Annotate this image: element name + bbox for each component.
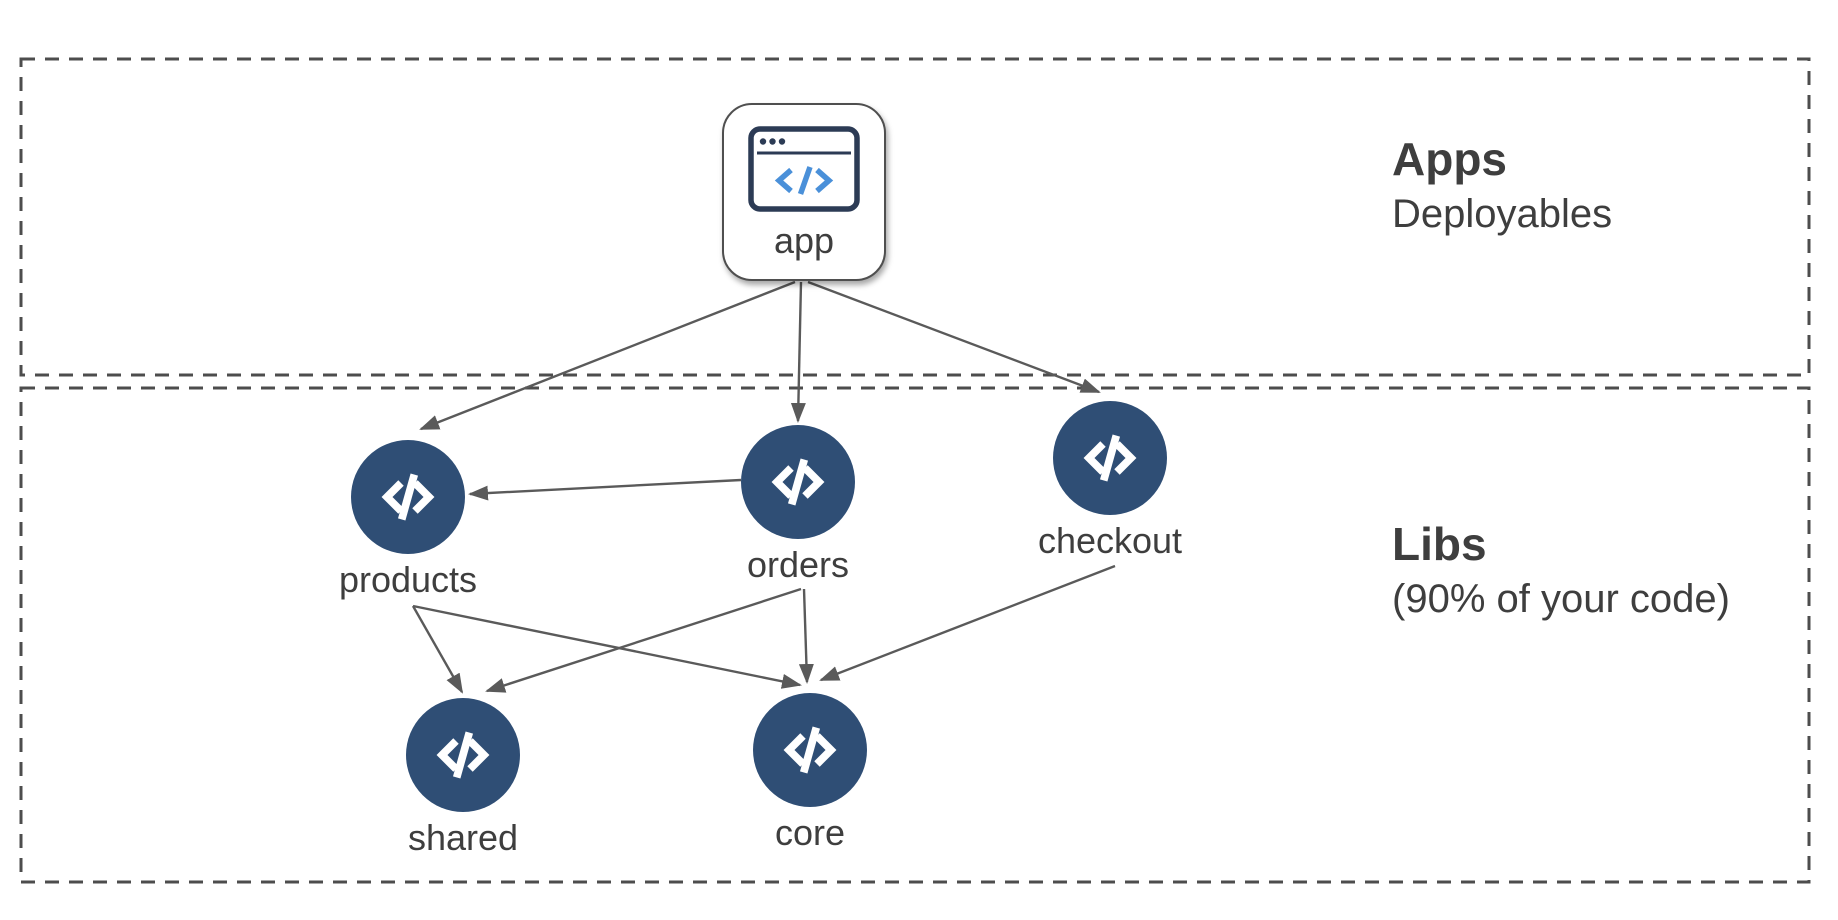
edge-products-shared: [411, 605, 464, 694]
node-core: core: [725, 693, 895, 854]
edge-app-products: [419, 280, 796, 431]
edge-checkout-core: [819, 564, 1116, 682]
apps-section-title: Apps: [1392, 133, 1507, 185]
edge-orders-shared: [485, 587, 802, 693]
edge-app-checkout: [807, 280, 1101, 394]
node-label: products: [338, 559, 478, 600]
code-icon: [741, 425, 855, 539]
libs-section-title: Libs: [1392, 518, 1487, 570]
code-icon: [351, 440, 465, 554]
node-label: checkout: [1037, 520, 1183, 561]
apps-section-box: [19, 57, 1811, 377]
edge-orders-core: [798, 588, 814, 684]
libs-section-box: [19, 386, 1811, 884]
edge-products-core: [412, 604, 802, 689]
node-products: products: [323, 440, 493, 601]
libs-section-subtitle: (90% of your code): [1392, 577, 1730, 621]
browser-window-icon: [748, 126, 860, 212]
code-icon: [406, 698, 520, 812]
libs-section-label: Libs (90% of your code): [1392, 515, 1730, 625]
node-shared: shared: [378, 698, 548, 859]
node-label: app: [773, 220, 835, 261]
edge-app-orders: [790, 281, 806, 423]
apps-section-label: Apps Deployables: [1392, 130, 1612, 240]
edge-orders-products: [468, 478, 742, 501]
code-icon: [1053, 401, 1167, 515]
node-app: app: [722, 103, 886, 281]
node-label: orders: [746, 544, 850, 585]
node-label: core: [774, 812, 846, 853]
node-label: shared: [407, 817, 519, 858]
code-icon: [753, 693, 867, 807]
node-checkout: checkout: [1025, 401, 1195, 562]
node-orders: orders: [713, 425, 883, 586]
apps-section-subtitle: Deployables: [1392, 192, 1613, 236]
